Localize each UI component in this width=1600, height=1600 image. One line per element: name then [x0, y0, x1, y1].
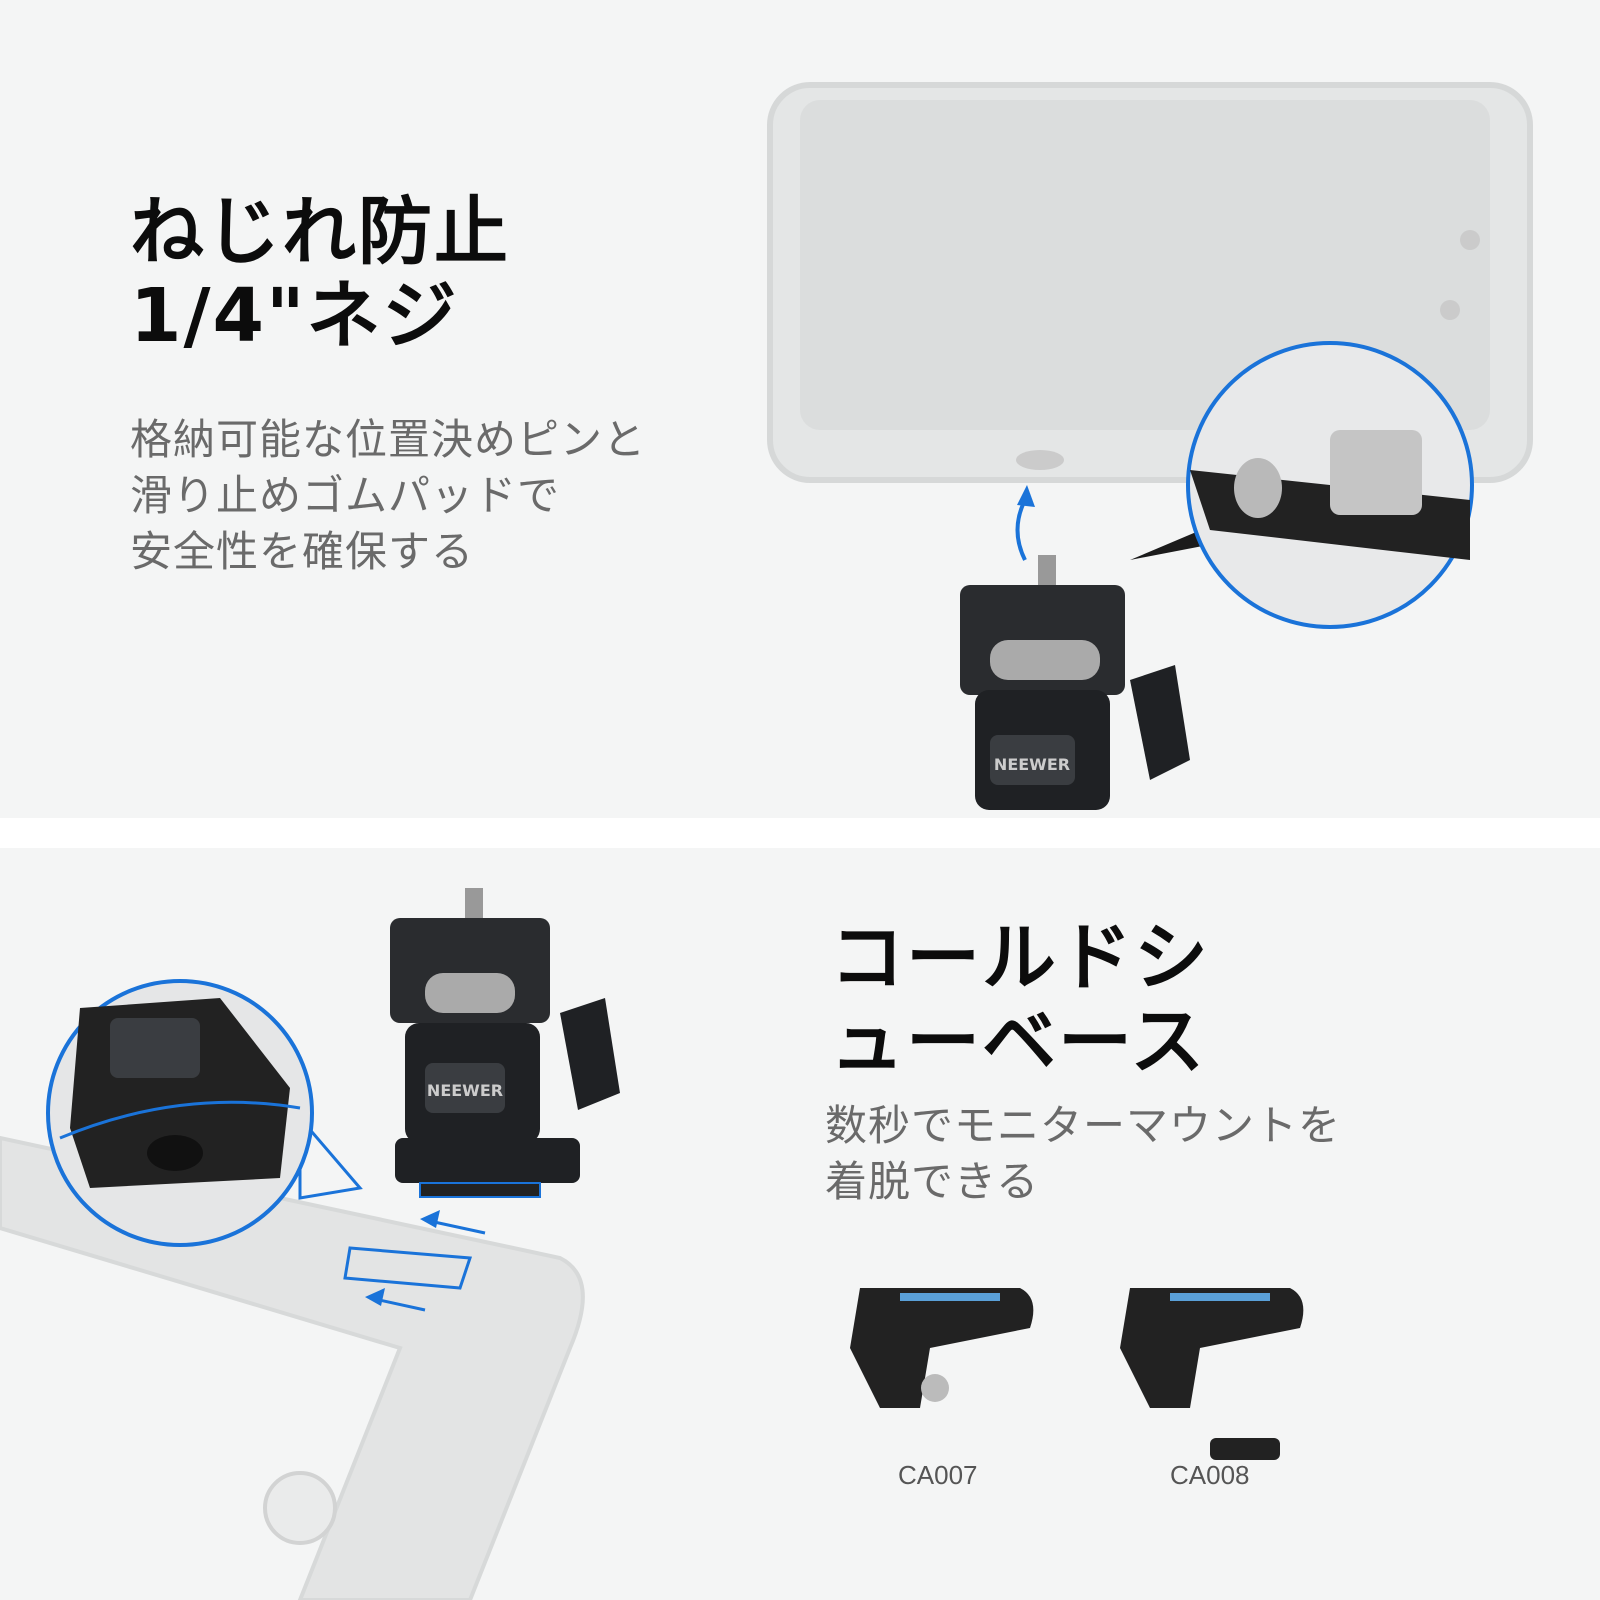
description-line: 安全性を確保する	[130, 527, 475, 576]
product-ca007-image	[850, 1288, 1034, 1408]
feature-title: コールドシ ューベース	[830, 916, 1210, 1084]
description-line: 着脱できる	[825, 1157, 1040, 1206]
cold-shoe-slot-outline	[343, 1246, 473, 1290]
description-line: 滑り止めゴムパッドで	[130, 471, 561, 520]
product-label-ca008: CA008	[1170, 1460, 1250, 1490]
detail-magnifier	[46, 979, 314, 1247]
feature-description: 格納可能な位置決めピンと 滑り止めゴムパッドで 安全性を確保する	[130, 412, 646, 580]
description-line: 数秒でモニターマウントを	[825, 1101, 1342, 1150]
detail-magnifier	[1186, 341, 1474, 629]
brand-logo: NEEWER	[427, 1081, 503, 1100]
cold-shoe-illustration: NEEWER	[0, 888, 1304, 1600]
arrow-up-icon	[1015, 485, 1035, 561]
title-line: 1/4"ネジ	[130, 273, 459, 359]
title-line: コールドシ	[830, 915, 1210, 1001]
title-line: ューベース	[830, 999, 1207, 1085]
brand-logo: NEEWER	[994, 755, 1070, 774]
description-line: 格納可能な位置決めピンと	[130, 415, 647, 464]
bottom-feature-panel: コールドシ ューベース 数秒でモニターマウントを 着脱できる NEEWER	[0, 848, 1600, 1600]
handle-image	[0, 1135, 585, 1600]
product-ca008-image	[1120, 1288, 1304, 1460]
monitor-mount-image: NEEWER	[390, 888, 620, 1198]
feature-title: ねじれ防止 1/4"ネジ	[130, 190, 510, 358]
monitor-mount-image: NEEWER	[960, 555, 1190, 810]
monitor-mount-illustration: NEEWER	[767, 82, 1533, 810]
section-divider	[0, 818, 1600, 848]
arrow-left-icon	[365, 1210, 486, 1312]
title-line: ねじれ防止	[130, 189, 510, 275]
top-feature-panel: ねじれ防止 1/4"ネジ 格納可能な位置決めピンと 滑り止めゴムパッドで 安全性…	[130, 82, 1533, 810]
product-label-ca007: CA007	[898, 1460, 978, 1490]
feature-description: 数秒でモニターマウントを 着脱できる	[825, 1098, 1341, 1210]
